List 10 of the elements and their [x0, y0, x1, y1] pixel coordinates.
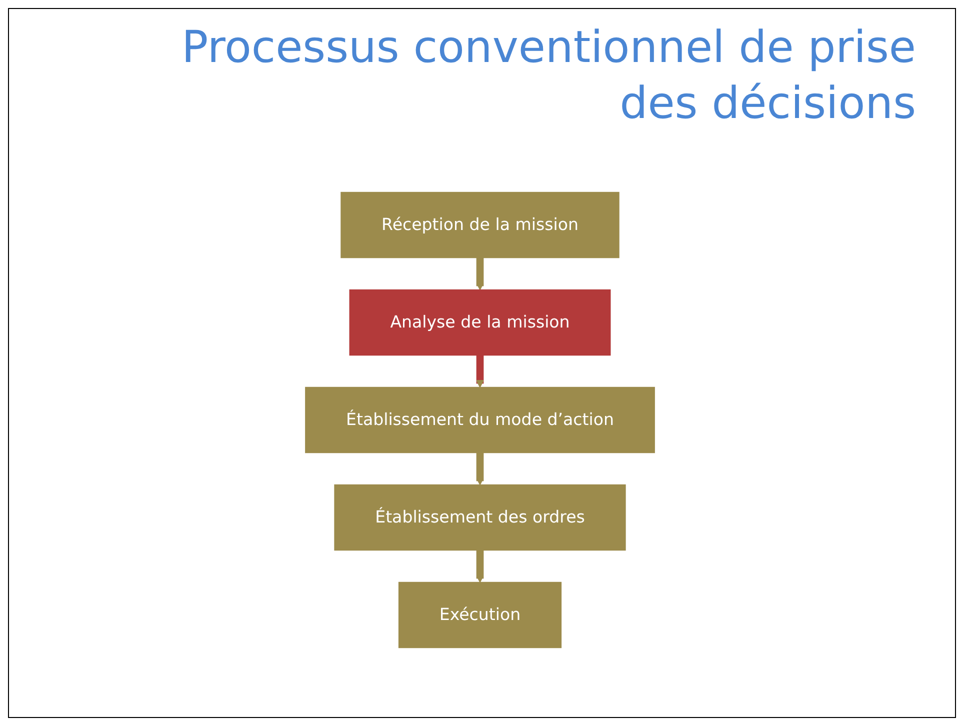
node-box: Exécution — [398, 582, 562, 648]
node-box: Réception de la mission — [340, 192, 620, 258]
node-box: Établissement du mode d’action — [305, 386, 655, 454]
arrow — [476, 452, 484, 486]
arrow — [476, 354, 484, 388]
arrow — [476, 549, 484, 583]
slide-title: Processus conventionnel de prise des décisions — [180, 21, 916, 131]
node-box: Établissement des ordres — [334, 484, 626, 551]
node-box: Analyse de la mission — [349, 289, 611, 356]
arrow — [476, 256, 484, 290]
